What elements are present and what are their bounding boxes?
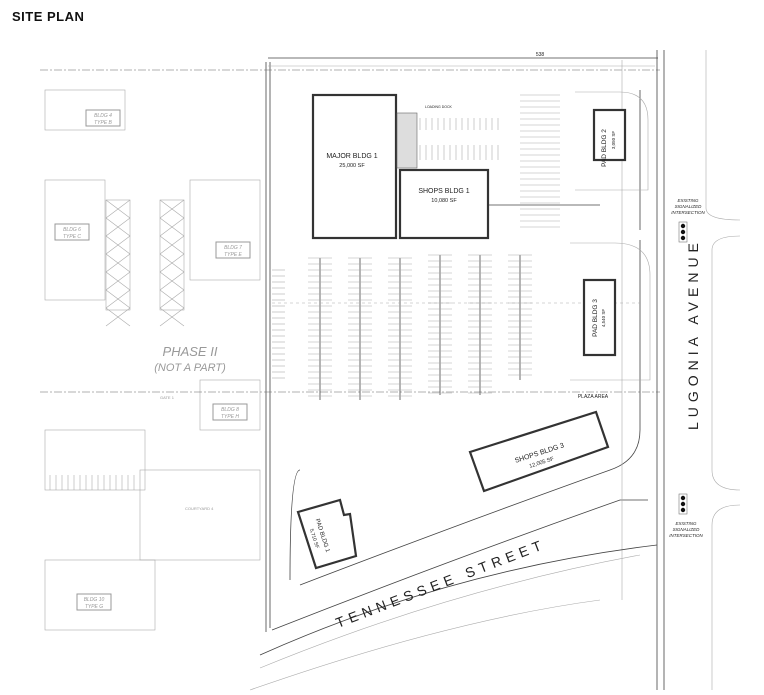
intersection-north: EXISTING SIGNALIZED INTERSECTION — [671, 198, 705, 243]
intersection-label: INTERSECTION — [669, 533, 703, 538]
phase-ii-building-type: TYPE H — [221, 414, 239, 420]
traffic-signal-icon — [678, 221, 688, 243]
phase-ii-building-type: TYPE E — [224, 252, 242, 258]
courtyard-label: COURTYARD 4 — [185, 506, 214, 511]
pad-bldg-3: PAD BLDG 3 4,540 SF PLAZA AREA — [570, 242, 651, 400]
site-boundary: 538 — [40, 52, 660, 632]
pad-bldg-3-name: PAD BLDG 3 — [592, 299, 599, 337]
pad-bldg-1-area: 5,710 SF — [308, 528, 320, 549]
shops-bldg-1-name: SHOPS BLDG 1 — [418, 188, 469, 195]
pad-bldg-2-name: PAD BLDG 2 — [601, 129, 608, 167]
tennessee-street: TENNESSEE STREET — [249, 536, 658, 691]
pad-bldg-2: PAD BLDG 2 3,050 SF — [575, 91, 649, 191]
top-dimension: 538 — [536, 52, 545, 58]
phase-ii-building-name: BLDG 6 — [63, 227, 81, 233]
traffic-signal-icon — [678, 493, 688, 515]
phase-ii-building-type: TYPE C — [63, 234, 81, 240]
parking-lot — [272, 94, 640, 400]
gate-label: GATE 1 — [160, 395, 175, 400]
pad-bldg-2-area: 3,050 SF — [611, 131, 616, 150]
lugonia-avenue-label: LUGONIA AVENUE — [685, 238, 701, 430]
intersection-label: EXISTING — [675, 521, 697, 526]
major-bldg-1-area: 25,000 SF — [339, 163, 365, 169]
intersection-label: SIGNALIZED — [673, 527, 701, 532]
pad-bldg-1: PAD BLDG 1 5,710 SF — [296, 498, 358, 570]
intersection-label: INTERSECTION — [671, 210, 705, 215]
shops-bldg-1: SHOPS BLDG 1 10,080 SF — [398, 168, 490, 240]
shops-bldg-1-area: 10,080 SF — [431, 198, 457, 204]
major-bldg-1-name: MAJOR BLDG 1 — [326, 153, 377, 160]
intersection-south: EXISTING SIGNALIZED INTERSECTION — [669, 493, 703, 538]
pad-bldg-3-area: 4,540 SF — [601, 309, 606, 328]
intersection-label: SIGNALIZED — [675, 204, 703, 209]
phase-ii-building-name: BLDG 10 — [84, 597, 105, 603]
phase-ii-building-type: TYPE B — [94, 120, 112, 126]
phase-ii-area: PHASE II (NOT A PART) GATE 1 COURTYARD 4… — [44, 89, 261, 631]
intersection-label: EXISTING — [677, 198, 699, 203]
major-bldg-1: MAJOR BLDG 1 25,000 SF LOADING DOCK — [311, 93, 453, 240]
tennessee-street-label: TENNESSEE STREET — [333, 536, 548, 631]
phase-ii-building-name: BLDG 8 — [221, 407, 239, 413]
plaza-area-label: PLAZA AREA — [578, 394, 609, 400]
phase-ii-building-type: TYPE G — [85, 604, 103, 610]
not-a-part-label: (NOT A PART) — [154, 362, 226, 374]
phase-ii-building-name: BLDG 4 — [94, 113, 112, 119]
page-title: SITE PLAN — [12, 9, 85, 24]
phase-ii-label: PHASE II — [163, 344, 218, 359]
shops-bldg-3: SHOPS BLDG 3 12,005 SF — [468, 410, 610, 493]
phase-ii-building-name: BLDG 7 — [224, 245, 242, 251]
loading-dock-label: LOADING DOCK — [425, 105, 453, 109]
